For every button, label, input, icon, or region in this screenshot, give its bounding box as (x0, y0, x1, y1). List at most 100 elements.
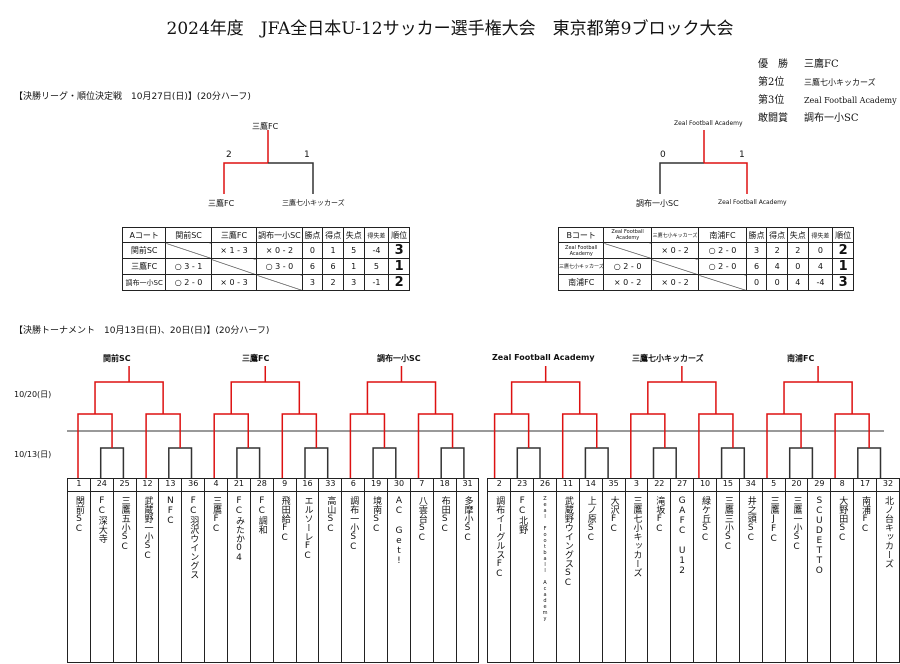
team-name: FC調和 (256, 496, 267, 534)
team-number: 7 (409, 478, 434, 492)
team-number: 14 (578, 478, 603, 492)
bracket-line (417, 413, 454, 478)
team-name-cell: 武蔵野ウイングスSC (555, 491, 580, 663)
league-b-header-row: Bコート Zeal Football Academy 三鷹七小キッカーズ 南浦F… (557, 227, 854, 243)
league-a-bracket (223, 130, 314, 194)
table-cell: 2 (388, 274, 410, 291)
team-name: FCみたか04 (233, 496, 244, 563)
block-winner-6: 南浦FC (787, 354, 815, 363)
award-fighting-spirit: 敢闘賞 調布一小SC (758, 113, 859, 124)
bracket-line (236, 447, 261, 478)
league-b-line-left (659, 162, 704, 194)
team-number: 2 (487, 478, 512, 492)
team-number: 8 (830, 478, 855, 492)
league-a-table: Aコート 関前SC 三鷹FC 調布一小SC 勝点 得点 失点 得失差 順位 関前… (121, 227, 410, 291)
team-number: 3 (624, 478, 649, 492)
team-name-cell: FC調和 (249, 491, 274, 663)
team-name: 滝坂FC (654, 496, 665, 534)
team-number: 22 (647, 478, 672, 492)
team-number: 21 (227, 478, 251, 492)
round-date-1013: 10/13(日) (14, 450, 52, 459)
table-cell: 0 (766, 274, 788, 291)
bracket-line (372, 447, 397, 478)
bracket-line (94, 381, 164, 414)
bracket-line (561, 413, 598, 478)
team-name: AC Get! (393, 496, 404, 566)
awards-list: 優 勝 三鷹FC 第2位 三鷹七小キッカーズ 第3位 Zeal Football… (758, 56, 897, 128)
table-row: 南浦FC × 0 - 2 × 0 - 2 0 0 4 -4 3 (557, 274, 854, 291)
team-number: 10 (693, 478, 717, 492)
league-b-table: Bコート Zeal Football Academy 三鷹七小キッカーズ 南浦F… (557, 227, 854, 291)
team-name: 飛田給FC (279, 496, 290, 543)
bracket-line (230, 381, 301, 414)
league-a-header-row: Aコート 関前SC 三鷹FC 調布一小SC 勝点 得点 失点 得失差 順位 (121, 227, 410, 243)
team-name-cell: SCUDETTO (807, 491, 832, 663)
table-cell: 4 (807, 258, 834, 275)
block-winner-1: 関前SC (103, 354, 131, 363)
team-name-cell: 高山SC (318, 491, 343, 663)
bracket-line (766, 413, 802, 478)
team-name-cell: 三鷹七小キッカーズ (624, 491, 649, 663)
award-second: 第2位 三鷹七小キッカーズ (758, 77, 876, 88)
team-name: 八雲台SC (416, 496, 427, 543)
league-a-winner: 三鷹FC (252, 122, 279, 131)
table-cell (256, 274, 303, 291)
team-name: NFC (165, 496, 176, 526)
team-name-cell: AC Get! (387, 491, 411, 663)
award-champion: 優 勝 三鷹FC (758, 59, 839, 70)
team-number: 26 (533, 478, 557, 492)
bracket-line (584, 447, 609, 478)
team-name-cell: 三鷹三小SC (715, 491, 740, 663)
team-name: 大野田SC (837, 496, 848, 543)
table-cell (165, 242, 212, 259)
team-name: 三鷹一小SC (791, 496, 802, 552)
bracket-line (281, 413, 318, 478)
team-number: 30 (387, 478, 411, 492)
team-name: GAFC U12 (677, 496, 688, 576)
bracket-line (77, 413, 113, 478)
league-b-bracket (659, 130, 748, 194)
team-name-cell: 北ノ台キッカーズ (875, 491, 900, 663)
team-name: 調布一小SC (348, 496, 359, 552)
block-winner-5: 三鷹七小キッカーズ (632, 354, 704, 363)
team-name: FC羽沢ウイングス (188, 496, 199, 579)
table-cell: × 0 - 3 (210, 274, 258, 291)
league-a-line-right (268, 162, 314, 194)
team-name-cell: 上ノ原SC (578, 491, 603, 663)
team-name: 高山SC (325, 496, 336, 534)
team-name: 三鷹FC (211, 496, 222, 534)
team-number: 18 (432, 478, 457, 492)
team-name-cell: 南浦FC (853, 491, 877, 663)
team-name-cell: 調布一小SC (341, 491, 366, 663)
team-name-cell: 三鷹一小SC (784, 491, 809, 663)
bracket-line (857, 447, 882, 478)
team-number: 20 (784, 478, 809, 492)
league-b-left: 調布一小SC (636, 199, 679, 208)
team-name: 北ノ台キッカーズ (882, 496, 893, 568)
team-name: 多摩小SC (462, 496, 473, 543)
team-number: 1 (67, 478, 91, 492)
league-a-line-left (223, 162, 268, 194)
team-name: 南浦FC (860, 496, 871, 534)
team-name: 関前SC (73, 496, 84, 534)
bracket-line (652, 447, 677, 478)
table-cell (650, 258, 700, 275)
team-name-cell: 三鷹JFC (761, 491, 786, 663)
team-name: 緑ケ丘SC (700, 496, 711, 543)
team-number: 5 (761, 478, 786, 492)
table-cell: -4 (807, 274, 834, 291)
team-number: 13 (158, 478, 183, 492)
team-name-cell: 大沢FC (601, 491, 626, 663)
table-cell: 4 (786, 274, 809, 291)
table-cell (210, 258, 258, 275)
team-number: 23 (510, 478, 535, 492)
league-b-winner: Zeal Football Academy (674, 120, 743, 127)
table-gap (479, 492, 488, 663)
bracket-line (213, 413, 249, 478)
team-name: 三鷹JFC (768, 496, 779, 544)
bracket-line (440, 447, 465, 478)
table-row: Zeal Football Academy × 0 - 2 ○ 2 - 0 3 … (557, 242, 854, 259)
team-number: 36 (181, 478, 206, 492)
